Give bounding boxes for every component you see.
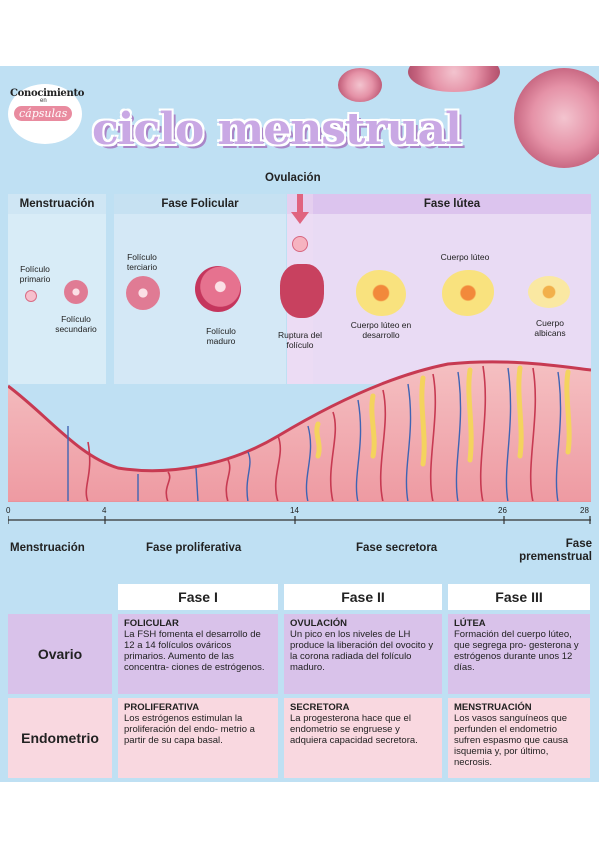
table-header-fase-3: Fase III — [448, 584, 590, 610]
albicans-icon — [528, 276, 570, 308]
cell-endometrio-fase-1: PROLIFERATIVA Los estrógenos estimulan l… — [118, 698, 278, 778]
mature-follicle-icon — [195, 266, 241, 312]
cell-title: FOLICULAR — [124, 618, 179, 629]
decorative-cell-2 — [408, 66, 500, 92]
cell-title: LÚTEA — [454, 618, 486, 629]
bottom-phase-menstruation: Menstruación — [10, 542, 85, 554]
logo-line-2: en — [40, 98, 47, 104]
tick-0: 0 — [6, 506, 11, 515]
cell-endometrio-fase-2: SECRETORA La progesterona hace que el en… — [284, 698, 442, 778]
bottom-phase-proliferative: Fase proliferativa — [146, 542, 242, 554]
table-header-fase-1: Fase I — [118, 584, 278, 610]
row-label-endometrio: Endometrio — [8, 698, 112, 778]
day-axis — [8, 516, 591, 524]
label-maduro: Folículo maduro — [206, 326, 236, 346]
logo-line-1: Conocimiento — [10, 88, 85, 99]
page-title: ciclo menstrual — [92, 104, 462, 155]
label-primario: Folículo primario — [19, 264, 51, 284]
poster: Conocimiento en cápsulas ciclo menstrual… — [0, 66, 599, 782]
cell-title: MENSTRUACIÓN — [454, 702, 532, 713]
cell-ovario-fase-1: FOLICULAR La FSH fomenta el desarrollo d… — [118, 614, 278, 694]
cell-title: SECRETORA — [290, 702, 350, 713]
ovocyte-icon — [292, 236, 308, 252]
cell-text: Un pico en los niveles de LH produce la … — [290, 629, 434, 673]
tick-4: 4 — [102, 506, 107, 515]
phase-header-follicular: Fase Folicular — [114, 194, 286, 214]
label-secundario: Folículo secundario — [55, 314, 97, 334]
table-header-fase-2: Fase II — [284, 584, 442, 610]
label-albicans: Cuerpo albicans — [534, 318, 566, 338]
cell-ovario-fase-2: OVULACIÓN Un pico en los niveles de LH p… — [284, 614, 442, 694]
cell-title: OVULACIÓN — [290, 618, 347, 629]
decorative-cell-3 — [514, 68, 599, 168]
cell-ovario-fase-3: LÚTEA Formación del cuerpo lúteo, que se… — [448, 614, 590, 694]
label-terciario: Folículo terciario — [126, 252, 158, 272]
tick-14: 14 — [290, 506, 299, 515]
cell-text: La progesterona hace que el endometrio s… — [290, 713, 418, 746]
tick-26: 26 — [498, 506, 507, 515]
ovulation-arrow-icon — [291, 194, 309, 224]
rupture-follicle-icon — [280, 264, 324, 318]
decorative-cell-1 — [338, 68, 382, 102]
menstruation-region — [8, 194, 106, 384]
endometrium-illustration — [8, 360, 591, 502]
cell-text: La FSH fomenta el desarrollo de 12 a 14 … — [124, 629, 265, 673]
tertiary-follicle-icon — [126, 276, 160, 310]
logo-line-3: cápsulas — [14, 106, 73, 121]
tick-28: 28 — [580, 506, 589, 515]
developing-luteum-icon — [356, 270, 406, 316]
primary-follicle-icon — [25, 290, 37, 302]
ovulation-label: Ovulación — [265, 172, 321, 184]
cell-text: Los vasos sanguíneos que perfunden el en… — [454, 713, 569, 768]
cell-text: Formación del cuerpo lúteo, que segrega … — [454, 629, 579, 673]
corpus-luteum-icon — [442, 270, 494, 316]
cell-title: PROLIFERATIVA — [124, 702, 200, 713]
secondary-follicle-icon — [64, 280, 88, 304]
bottom-phase-secretory: Fase secretora — [356, 542, 438, 554]
label-cuerpo-desarrollo: Cuerpo lúteo en desarrollo — [350, 320, 412, 340]
cell-text: Los estrógenos estimulan la proliferació… — [124, 713, 255, 746]
row-label-ovario: Ovario — [8, 614, 112, 694]
cell-endometrio-fase-3: MENSTRUACIÓN Los vasos sanguíneos que pe… — [448, 698, 590, 778]
label-cuerpo-luteo: Cuerpo lúteo — [440, 252, 490, 262]
phase-header-menstruation: Menstruación — [8, 194, 106, 214]
label-ruptura: Ruptura del folículo — [278, 330, 322, 350]
bottom-phase-premenstrual: Fase premenstrual — [519, 538, 592, 563]
phase-header-luteal: Fase lútea — [313, 194, 591, 214]
